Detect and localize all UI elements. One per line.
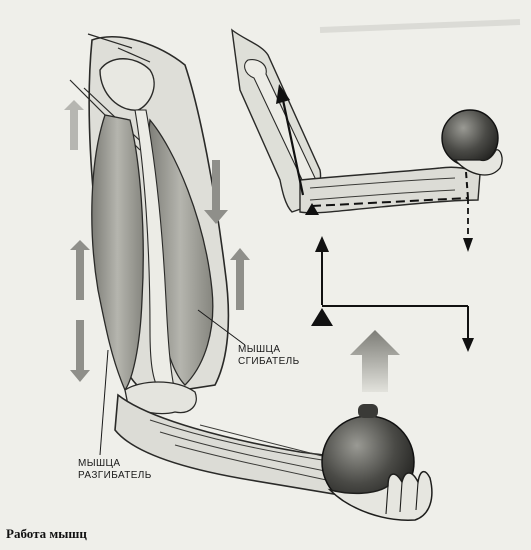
extensor-label-line1: мышца [78,458,152,470]
large-ball-handle [358,404,378,418]
extensor-muscle [92,115,143,390]
large-up-arrow [350,330,400,392]
lever-fulcrum [311,308,333,326]
extensor-label: мышца разгибатель [78,458,152,482]
lever-load-arrow-head [462,338,474,352]
flexor-label: мышца сгибатель [238,344,300,368]
small-ball [442,110,498,166]
flexor-label-line1: мышца [238,344,300,356]
lever-effort-arrow-head [315,236,329,252]
motion-arrows-left [64,100,90,382]
extensor-leader-line [100,350,108,455]
scan-smudge [320,22,520,30]
weight-arrow-head [463,238,473,252]
flexor-label-line2: сгибатель [238,356,300,368]
extensor-label-line2: разгибатель [78,470,152,482]
figure-caption: Работа мышц [6,526,87,542]
